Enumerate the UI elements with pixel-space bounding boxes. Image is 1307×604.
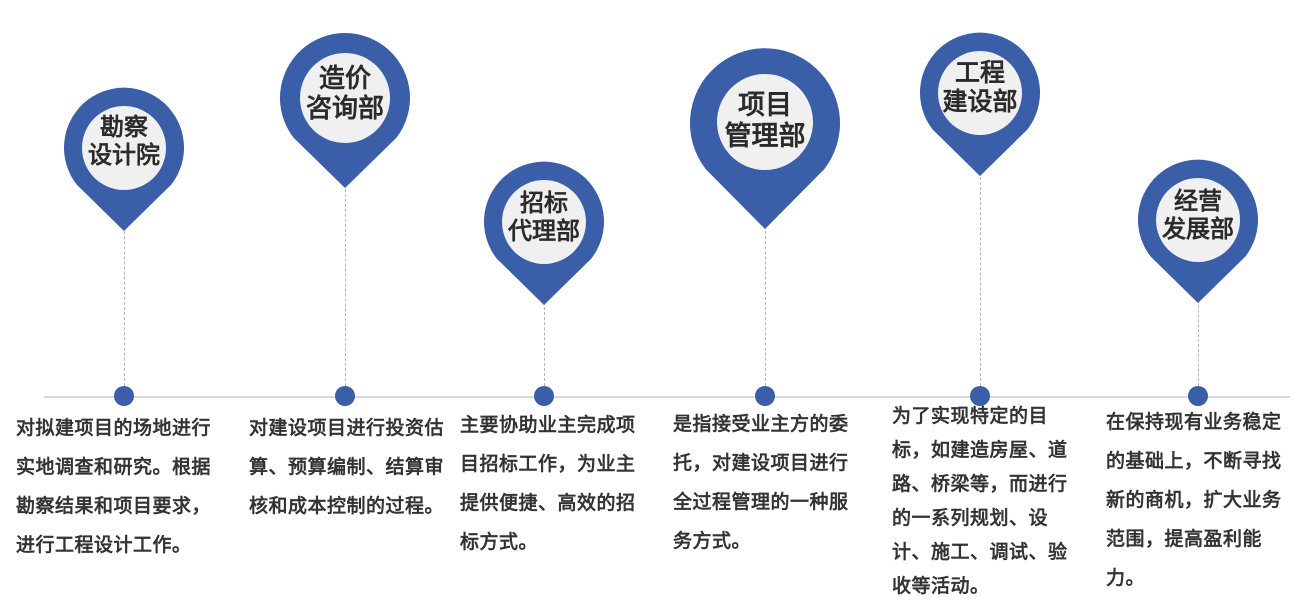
stem-jingying: [1198, 300, 1199, 386]
map-pin-icon: [690, 48, 840, 229]
department-description: 为了实现特定的目标，如建造房屋、道路、桥梁等，而进行的一系列规划、设计、施工、调…: [892, 405, 1068, 597]
stem-kancha: [124, 226, 125, 386]
timeline-node: [534, 386, 554, 406]
department-description: 在保持现有业务稳定的基础上，不断寻找新的商机，扩大业务范围，提高盈利能力。: [1106, 411, 1282, 589]
map-pin-icon: [280, 33, 410, 188]
pin-xiangmu: 项目 管理部: [690, 47, 840, 229]
map-pin-icon: [1138, 159, 1258, 303]
stem-zaojia: [345, 184, 346, 386]
map-pin-icon: [64, 87, 184, 231]
pin-zhaobiao: 招标 代理部: [484, 161, 604, 305]
pin-jingying: 经营 发展部: [1138, 159, 1258, 303]
department-name: 经营 发展部: [1162, 187, 1234, 243]
timeline-node: [1188, 386, 1208, 406]
department-description: 是指接受业主方的委托，对建设项目进行全过程管理的一种服务方式。: [673, 413, 849, 552]
department-description: 主要协助业主完成项目招标工作，为业主提供便捷、高效的招标方式。: [460, 414, 636, 553]
department-name: 招标 代理部: [508, 189, 580, 245]
department-name: 工程 建设部: [942, 58, 1018, 116]
timeline-node: [970, 386, 990, 406]
timeline-node: [114, 386, 134, 406]
department-name: 项目 管理部: [724, 90, 806, 153]
stem-gongcheng: [980, 172, 981, 386]
map-pin-icon: [484, 161, 604, 305]
timeline-node: [335, 386, 355, 406]
department-description: 对建设项目进行投资估算、预算编制、结算审核和成本控制的过程。: [249, 417, 445, 517]
department-name: 勘察 设计院: [88, 113, 160, 169]
pin-zaojia: 造价 咨询部: [280, 33, 410, 188]
timeline-axis: [44, 396, 1290, 398]
pin-kancha: 勘察 设计院: [64, 87, 184, 231]
stem-xiangmu: [765, 226, 766, 386]
stem-zhaobiao: [544, 302, 545, 386]
pin-gongcheng: 工程 建设部: [920, 32, 1040, 176]
map-pin-icon: [920, 32, 1040, 176]
department-description: 对拟建项目的场地进行实地调查和研究。根据勘察结果和项目要求，进行工程设计工作。: [16, 417, 212, 556]
department-name: 造价 咨询部: [305, 64, 384, 124]
timeline-node: [755, 386, 775, 406]
